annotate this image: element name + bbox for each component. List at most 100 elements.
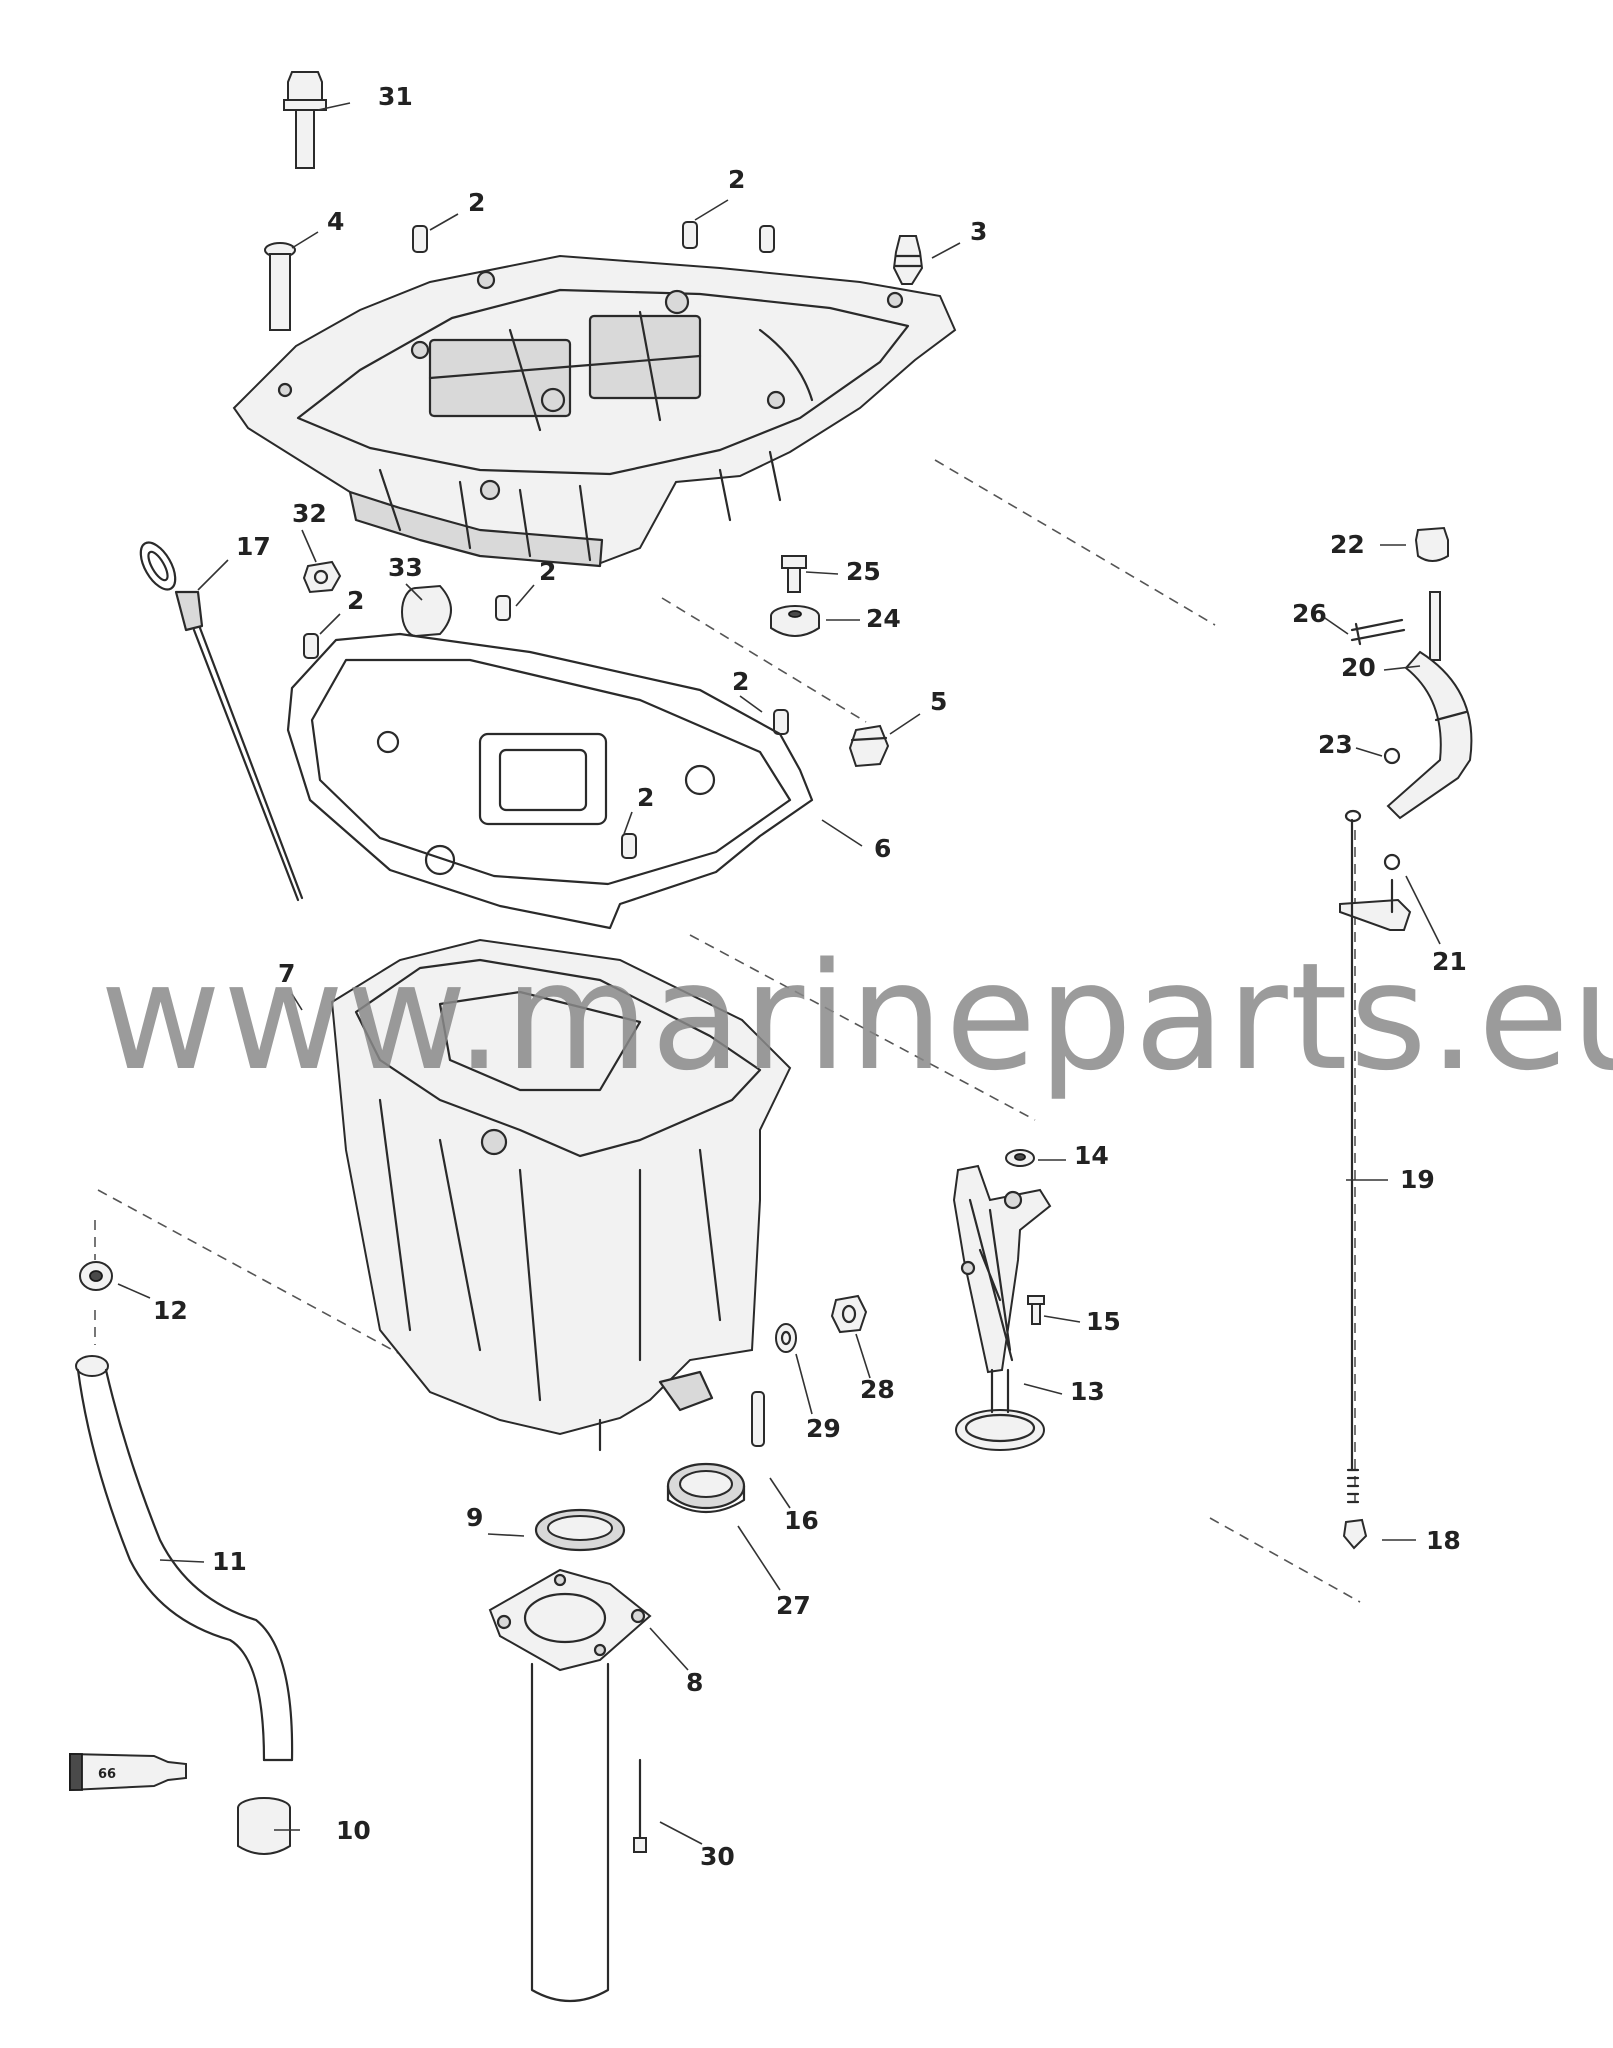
callout-c2d: 2 [347, 586, 364, 615]
part-26-clip [1350, 618, 1406, 646]
part-17-dipstick [139, 541, 304, 902]
part-13-oil-pickup [952, 1164, 1052, 1451]
leader-line-c21 [1405, 875, 1441, 945]
part-18-end [1342, 1468, 1368, 1550]
part-33-bushing [401, 584, 452, 637]
callout-c24: 24 [866, 604, 901, 633]
leader-line-c11 [159, 1559, 205, 1563]
leader-line-c5 [889, 713, 921, 735]
callout-c3: 3 [970, 217, 987, 246]
part-3-fitting [892, 235, 924, 285]
callout-c29: 29 [806, 1414, 841, 1443]
callout-c2f: 2 [637, 783, 654, 812]
part-8-flange-tube [488, 1568, 652, 2003]
callout-c22: 22 [1330, 530, 1365, 559]
part-14-grommet [1005, 1149, 1035, 1167]
part-7-oil-pan [330, 938, 792, 1452]
callout-c13: 13 [1070, 1377, 1105, 1406]
part-2-dowel-pins-top [412, 221, 775, 253]
callout-c16: 16 [784, 1506, 819, 1535]
part-6-gasket [286, 632, 814, 930]
leader-line-c27 [737, 1525, 781, 1591]
callout-c2c: 2 [539, 557, 556, 586]
part-25-screw [781, 555, 807, 593]
part-15-screw [1027, 1295, 1045, 1325]
part-11-hose [75, 1355, 294, 1762]
leader-line-c7 [291, 993, 303, 1011]
callout-c2e: 2 [732, 667, 749, 696]
part-28-bushing [830, 1294, 868, 1334]
watermark-text: www.marineparts.eu [100, 931, 1613, 1103]
adapter-plate [232, 254, 957, 568]
part-12-clamp [79, 1261, 113, 1291]
leader-line-c25 [805, 571, 839, 575]
callout-c30: 30 [700, 1842, 735, 1871]
leader-line-c33 [405, 583, 423, 601]
leader-line-c3 [931, 242, 961, 259]
leader-line-c2c [515, 584, 535, 607]
callout-c19: 19 [1400, 1165, 1435, 1194]
callout-c21: 21 [1432, 947, 1467, 976]
leader-line-c32 [301, 529, 317, 563]
callout-c17: 17 [236, 532, 271, 561]
leader-line-c13 [1023, 1383, 1063, 1395]
part-31-bolt [283, 71, 327, 169]
alignment-lines [94, 459, 1361, 1603]
callout-c10: 10 [336, 1816, 371, 1845]
callout-c12: 12 [153, 1296, 188, 1325]
leader-line-c2a [429, 213, 459, 231]
callout-c4: 4 [327, 207, 344, 236]
callout-c31: 31 [378, 82, 413, 111]
leader-line-c28 [855, 1333, 871, 1379]
leader-line-c4 [291, 231, 319, 249]
leader-line-c6 [821, 819, 863, 847]
leader-line-c12 [117, 1283, 151, 1299]
callout-c7: 7 [278, 959, 295, 988]
part-5-plug [848, 724, 890, 768]
sealant-tube-label: 66 [98, 1767, 116, 1782]
callout-c5: 5 [930, 687, 947, 716]
part-24-grommet [770, 605, 820, 637]
leader-line-c17 [197, 559, 229, 591]
leader-line-c9 [487, 1533, 525, 1537]
callout-c9: 9 [466, 1503, 483, 1532]
callout-c14: 14 [1074, 1141, 1109, 1170]
leader-line-c2f [623, 811, 633, 835]
part-9-o-ring [534, 1508, 626, 1552]
part-2-dowel-pins-mid [303, 595, 789, 859]
callout-c20: 20 [1341, 653, 1376, 682]
leader-line-c2b [694, 199, 729, 221]
callout-c2b: 2 [728, 165, 745, 194]
part-27-seal [666, 1462, 746, 1514]
callout-c23: 23 [1318, 730, 1353, 759]
part-10-coupler [237, 1797, 291, 1855]
callout-c6: 6 [874, 834, 891, 863]
sealant-tube-66: 66 [69, 1752, 187, 1792]
part-16-pin [751, 1391, 765, 1447]
part-32-nut [302, 560, 342, 594]
callout-c15: 15 [1086, 1307, 1121, 1336]
leader-line-c8 [649, 1627, 689, 1671]
leader-line-c23 [1355, 747, 1383, 757]
leader-line-c16 [769, 1477, 791, 1509]
callout-c33: 33 [388, 553, 423, 582]
part-19-rod [1344, 809, 1362, 1472]
part-21-linkage [1339, 853, 1412, 931]
callout-c2a: 2 [468, 188, 485, 217]
part-23-washer [1383, 747, 1401, 765]
leader-line-c26 [1321, 615, 1349, 635]
part-29-washer [775, 1323, 797, 1353]
part-30-screw [633, 1758, 647, 1853]
callout-c32: 32 [292, 499, 327, 528]
callout-c11: 11 [212, 1547, 247, 1576]
leader-line-c30 [659, 1821, 703, 1845]
leader-line-c15 [1043, 1315, 1081, 1323]
callout-c8: 8 [686, 1668, 703, 1697]
leader-line-c31 [317, 102, 351, 111]
callout-c25: 25 [846, 557, 881, 586]
part-22-cap [1414, 526, 1449, 562]
part-20-bracket [1386, 591, 1473, 820]
leader-line-c2e [739, 695, 763, 713]
leader-line-c20 [1383, 665, 1421, 671]
